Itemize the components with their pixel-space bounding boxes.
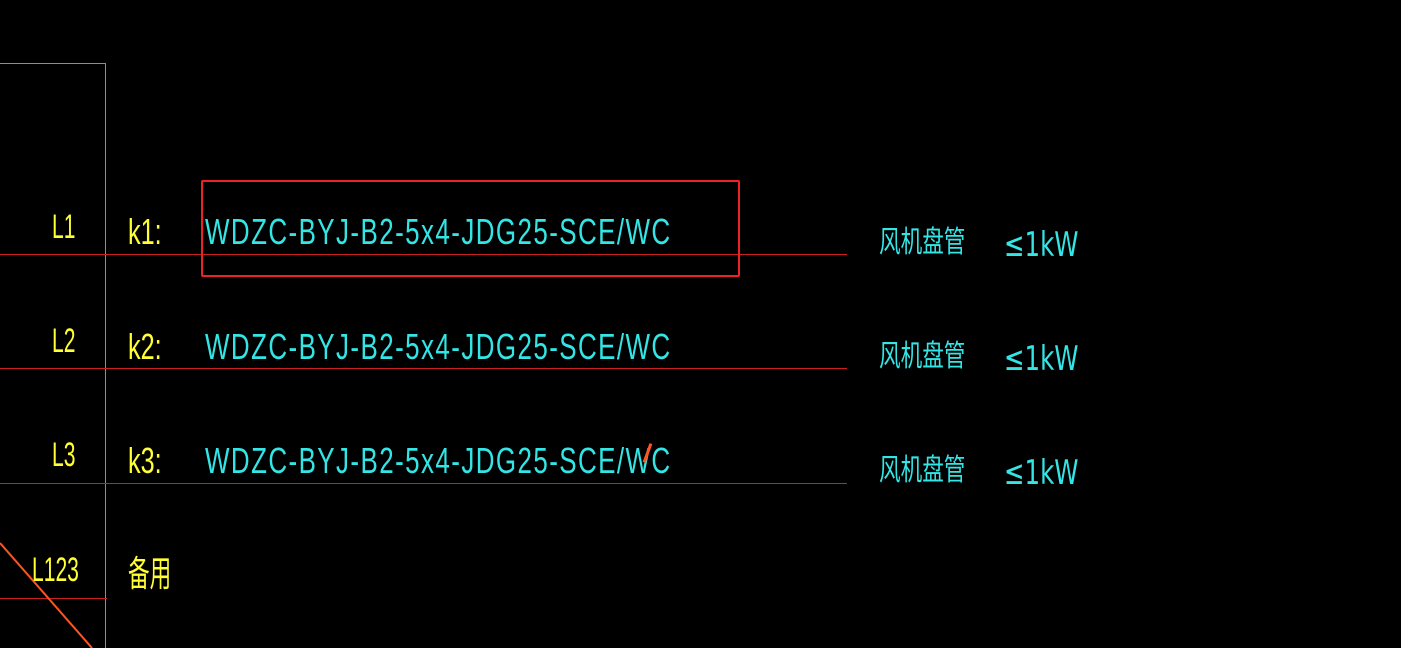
power-rating-k3: ≤1kW	[1004, 453, 1079, 493]
circuit-name-k2: k2:	[128, 326, 162, 367]
load-desc-k2: 风机盘管	[879, 339, 966, 374]
circuit-name-k3: k3:	[128, 440, 162, 481]
circuit-line-spare	[0, 598, 107, 599]
phase-label-l1: L1	[52, 208, 76, 246]
busbar-vertical-line	[105, 63, 106, 648]
busbar-top-line	[0, 63, 106, 64]
phase-label-l2: L2	[52, 322, 76, 360]
circuit-line-3	[0, 483, 847, 484]
circuit-line-2	[0, 368, 847, 369]
circuit-line-1	[0, 254, 847, 255]
power-rating-k1: ≤1kW	[1004, 225, 1079, 265]
circuit-name-k1: k1:	[128, 211, 162, 252]
cable-spec-k3[interactable]: WDZC-BYJ-B2-5x4-JDG25-SCE/WC	[205, 440, 672, 481]
spare-label: 备用	[128, 554, 172, 595]
load-desc-k3: 风机盘管	[879, 453, 966, 488]
cable-spec-k1[interactable]: WDZC-BYJ-B2-5x4-JDG25-SCE/WC	[205, 211, 672, 252]
load-desc-k1: 风机盘管	[879, 225, 966, 260]
cable-spec-k2[interactable]: WDZC-BYJ-B2-5x4-JDG25-SCE/WC	[205, 326, 672, 367]
highlight-box-k1	[201, 180, 740, 277]
phase-label-l123: L123	[32, 551, 79, 589]
power-rating-k2: ≤1kW	[1004, 339, 1079, 379]
phase-label-l3: L3	[52, 436, 76, 474]
